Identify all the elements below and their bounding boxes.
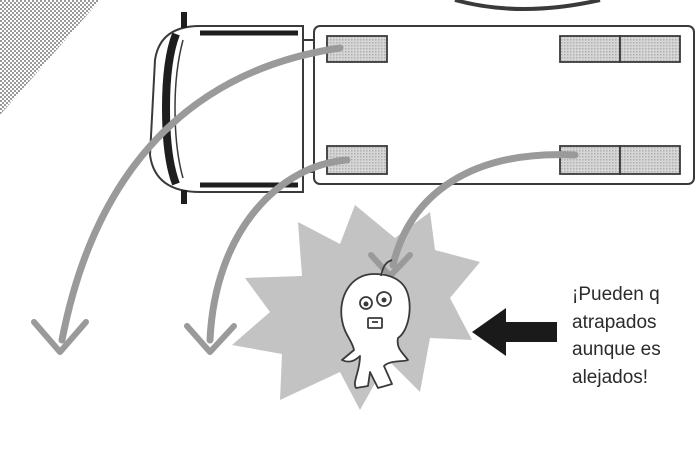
mirror-left	[181, 12, 187, 28]
corner-dotted-decoration	[0, 0, 100, 115]
child-figure-icon	[340, 259, 411, 389]
swing-path-arrows	[58, 44, 579, 344]
warning-caption: ¡Pueden q atrapados aunque es alejados!	[572, 281, 700, 391]
wheel-rear-left-1	[559, 35, 621, 63]
wheel-rear-right-1	[559, 145, 621, 175]
caption-line-3: aunque es	[572, 339, 661, 360]
arrow-head-outer	[31, 319, 89, 355]
pointer-arrow-icon	[472, 308, 557, 356]
swing-arrow-outer	[58, 44, 344, 344]
truck-cargo-body	[313, 25, 695, 185]
arrow-head-inner	[184, 323, 237, 355]
wheel-rear-left-2	[619, 35, 681, 63]
caption-line-1: ¡Pueden q	[572, 284, 660, 305]
truck-windshield	[161, 32, 180, 186]
mirror-right	[181, 190, 187, 204]
swing-arrow-rear	[389, 151, 579, 269]
truck-top-view	[148, 12, 695, 204]
wheel-rear-right-2	[619, 145, 681, 175]
swing-arrow-inner	[206, 156, 351, 344]
top-edge-curve	[454, 0, 601, 11]
caption-line-2: atrapados	[572, 311, 657, 333]
truck-dashboard-line	[174, 39, 184, 179]
caption-line-4: alejados!	[572, 366, 649, 388]
